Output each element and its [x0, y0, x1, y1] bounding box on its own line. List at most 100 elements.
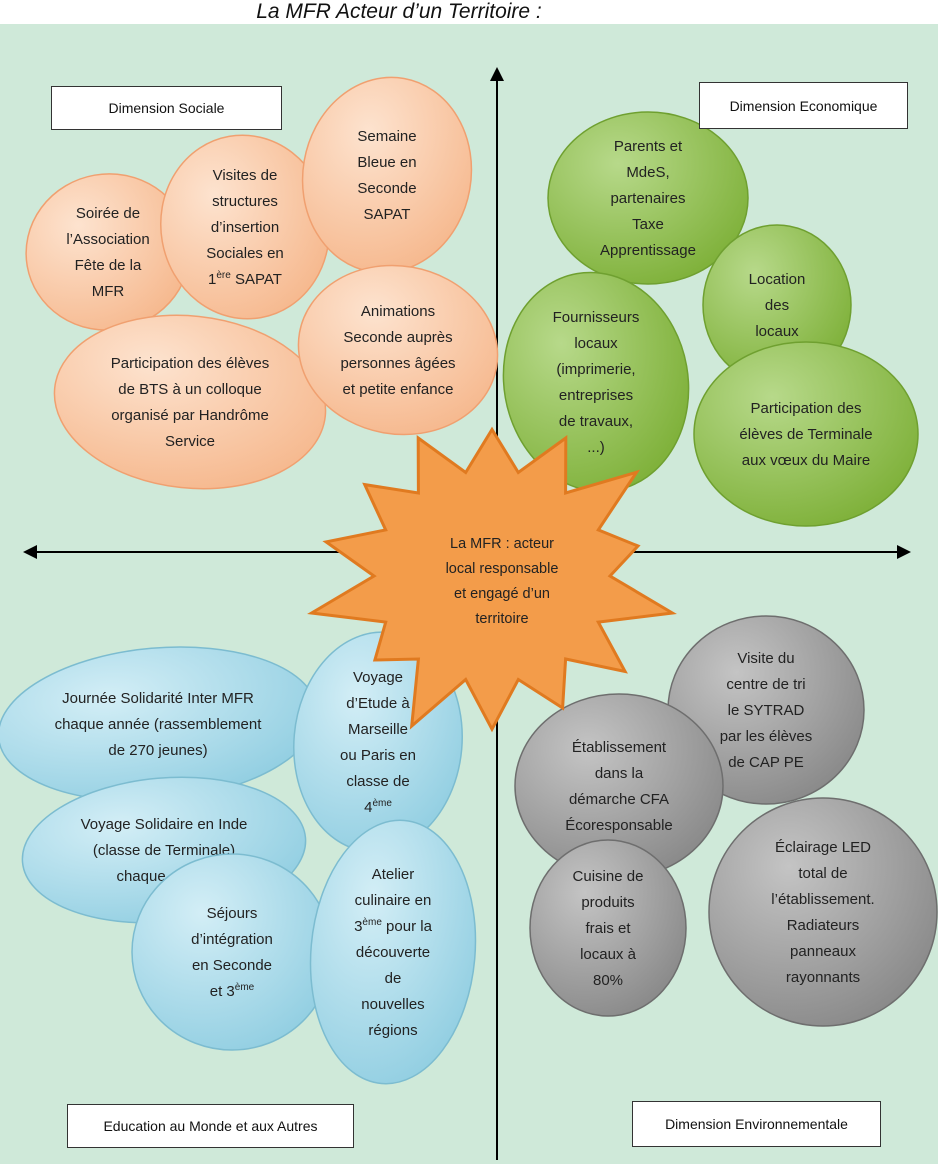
bubble-text-line: Taxe [632, 216, 664, 233]
bubble-shape [502, 271, 690, 493]
bubble-text-line: panneaux [790, 943, 856, 960]
bubble-text-line: entreprises [559, 387, 633, 404]
bubble-sejours: Séjours d’intégration en Seconde et 3ème [131, 853, 333, 1051]
bubble-atelier: Atelier culinaire en 3ème pour la découvert… [309, 819, 477, 1085]
bubble-text-line: SAPAT [364, 206, 411, 223]
bubble-text-line: Journée Solidarité Inter MFR [62, 690, 254, 707]
bubble-text-line: découverte [356, 944, 430, 961]
bubble-text-line: locaux [574, 335, 618, 352]
bubble-text-line: Bleue en [357, 154, 416, 171]
bubble-text-line: locaux [755, 323, 799, 340]
bubble-text-line: Écoresponsable [565, 817, 673, 834]
bubble-text-line: MdeS, [626, 164, 669, 181]
center-text-line: territoire [475, 611, 528, 627]
bubble-participation-bts: Participation des élèves de BTS à un coll… [53, 314, 327, 490]
bubble-text-line: Fête de la [75, 257, 142, 274]
bubble-text-line: et 3ème [210, 982, 255, 1000]
dimension-environnementale-label: Dimension Environnementale [632, 1101, 881, 1147]
bubble-text-line: organisé par Handrôme [111, 407, 269, 424]
bubble-text-line: de [385, 970, 402, 987]
bubble-text-line: Atelier [372, 866, 415, 883]
bubble-text-line: d’insertion [211, 219, 279, 236]
bubble-text-line: dans la [595, 765, 644, 782]
bubble-text-line: de 270 jeunes) [108, 742, 207, 759]
bubble-shape [708, 797, 938, 1027]
bubble-text-line: l’Association [66, 231, 149, 248]
bubble-shape [529, 839, 687, 1017]
bubble-text-line: démarche CFA [569, 791, 669, 808]
bubble-text-line: Voyage [353, 669, 403, 686]
bubble-text-line: Fournisseurs [553, 309, 640, 326]
bubble-text-line: Radiateurs [787, 917, 860, 934]
bubble-text-line: centre de tri [726, 676, 805, 693]
center-text-line: et engagé d’un [454, 586, 550, 602]
center-text-line: La MFR : acteur [450, 536, 554, 552]
bubble-text-line: culinaire en [355, 892, 432, 909]
bubble-text-line: de BTS à un colloque [118, 381, 261, 398]
bubble-text-line: ...) [587, 439, 605, 456]
bubble-text-line: Séjours [207, 905, 258, 922]
bubble-text-line: des [765, 297, 789, 314]
bubble-text-line: régions [368, 1022, 417, 1039]
bubble-text-line: classe de [346, 773, 409, 790]
bubble-text-line: MFR [92, 283, 125, 300]
bubble-visites: Visites destructuresd’insertionSociales … [159, 134, 331, 320]
bubble-text-line: Location [749, 271, 806, 288]
bubble-text-line: Visite du [737, 650, 794, 667]
bubble-text-line: total de [798, 865, 847, 882]
bubble-text-line: Service [165, 433, 215, 450]
bubble-text-line: Visites de [213, 167, 278, 184]
bubble-text-line: Animations [361, 303, 435, 320]
bubble-eclairage: Éclairage LED total de l’établissement. Rad… [708, 797, 938, 1027]
bubble-text-line: 80% [593, 972, 623, 989]
bubble-shape [53, 314, 327, 490]
dimension-economique-label: Dimension Economique [699, 82, 908, 129]
bubble-text-line: (classe de Terminale) [93, 842, 235, 859]
bubble-text-line: structures [212, 193, 278, 210]
bubble-text-line: Participation des élèves [111, 355, 269, 372]
bubble-shape [309, 819, 477, 1085]
bubble-text-line: en Seconde [192, 957, 272, 974]
center-text-line: local responsable [446, 561, 559, 577]
bubble-text-line: de travaux, [559, 413, 633, 430]
page-title-text: La MFR Acteur d’un Territoire : [256, 0, 542, 23]
bubble-text-line: Voyage Solidaire en Inde [81, 816, 248, 833]
dimension-sociale-label: Dimension Sociale [51, 86, 282, 130]
bubble-text-line: Seconde [357, 180, 416, 197]
bubble-text-line: de CAP PE [728, 754, 804, 771]
bubble-text-line: rayonnants [786, 969, 860, 986]
bubble-text-line: d’intégration [191, 931, 273, 948]
bubble-text-line: chaque année (rassemblement [55, 716, 263, 733]
center-star [307, 426, 677, 733]
bubble-text-line: Éclairage LED [775, 839, 871, 856]
bubble-text-line: 3ème pour la [354, 917, 432, 935]
bubble-fournisseurs: Fournisseurs locaux (imprimerie, entreprise… [502, 271, 690, 493]
bubble-shape [297, 264, 499, 436]
bubble-text-line: par les élèves [720, 728, 813, 745]
bubble-text-line: Seconde auprès [343, 329, 452, 346]
bubble-text-line: nouvelles [361, 996, 424, 1013]
bubble-text-line: Cuisine de [573, 868, 644, 885]
bubble-text-line: Semaine [357, 128, 416, 145]
bubble-shape [547, 111, 749, 285]
bubble-text-line: l’établissement. [771, 891, 874, 908]
bubble-text-line: partenaires [610, 190, 685, 207]
bubble-text-line: d’Etude à [346, 695, 410, 712]
bubble-text-line: personnes âgées [340, 355, 455, 372]
bubble-text-line: Marseille [348, 721, 408, 738]
bubble-text-line: 1ère SAPAT [208, 270, 282, 288]
bubble-text-line: locaux à [580, 946, 637, 963]
bubble-text-line: Parents et [614, 138, 683, 155]
bubble-text-line: 4ème [364, 798, 392, 816]
bubble-text-line: frais et [585, 920, 631, 937]
bubble-text-line: aux vœux du Maire [742, 452, 870, 469]
bubble-text-line: élèves de Terminale [739, 426, 872, 443]
bubble-shape [131, 853, 333, 1051]
bubble-text-line: (imprimerie, [556, 361, 635, 378]
